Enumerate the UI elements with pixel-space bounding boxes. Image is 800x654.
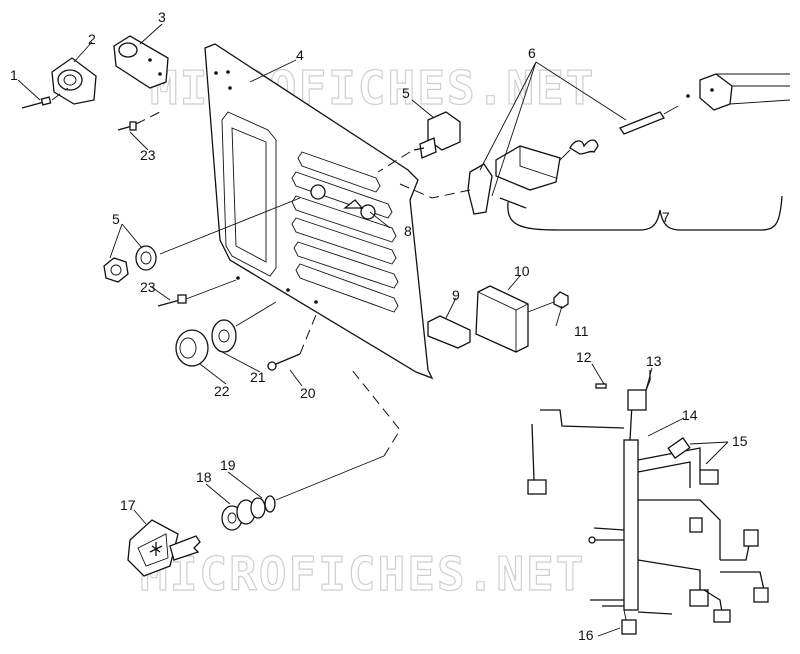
callout-10: 10: [514, 263, 530, 279]
bracket-part-3: [113, 35, 169, 89]
callout-5-switch: 5: [402, 85, 410, 101]
callout-2: 2: [88, 31, 96, 47]
watermark-bottom: MICROFICHES.NET: [140, 547, 585, 601]
key-part-17: [127, 519, 201, 577]
callout-8: 8: [404, 223, 412, 239]
callout-7: 7: [662, 209, 670, 225]
callout-19: 19: [220, 457, 236, 473]
bracket-part-10: [475, 285, 529, 353]
callout-20: 20: [300, 385, 316, 401]
callout-leaders: [17, 23, 729, 637]
screw-part-20: [267, 309, 319, 371]
screw-part-23-lower: [157, 279, 237, 307]
nut-part-19: [264, 369, 401, 513]
callout-22: 22: [214, 383, 230, 399]
clip-part-9: [427, 315, 471, 349]
callout-6: 6: [528, 45, 536, 61]
nut-part-11: [527, 291, 569, 313]
callout-3: 3: [158, 9, 166, 25]
leader-8: [369, 211, 391, 229]
ignition-part-18: [221, 497, 266, 531]
screw-part-23-upper: [117, 111, 161, 131]
wire-harness-part-14: [527, 370, 769, 635]
callout-17: 17: [120, 497, 136, 513]
callout-11: 11: [574, 323, 589, 339]
callout-16: 16: [578, 627, 594, 643]
callout-15: 15: [732, 433, 748, 449]
switch-assembly-part-7: [399, 73, 791, 231]
screw-part-1: [21, 87, 69, 109]
callout-23-upper: 23: [140, 147, 156, 163]
bezel-part-2: [51, 57, 97, 105]
callout-1: 1: [10, 67, 18, 83]
callout-14: 14: [682, 407, 698, 423]
callout-12: 12: [576, 349, 592, 365]
toggle-switch-part-5: [377, 111, 461, 173]
ring-part-22: [175, 329, 209, 367]
callout-4: 4: [296, 47, 304, 63]
callout-13: 13: [646, 353, 662, 369]
callout-21: 21: [250, 369, 266, 385]
callout-18: 18: [196, 469, 212, 485]
dash-panel: [204, 43, 434, 380]
callout-9: 9: [452, 287, 460, 303]
nut-part-5: [103, 197, 301, 283]
callout-5-nut: 5: [112, 211, 120, 227]
callout-23-lower: 23: [140, 279, 156, 295]
washer-part-21: [211, 301, 277, 353]
